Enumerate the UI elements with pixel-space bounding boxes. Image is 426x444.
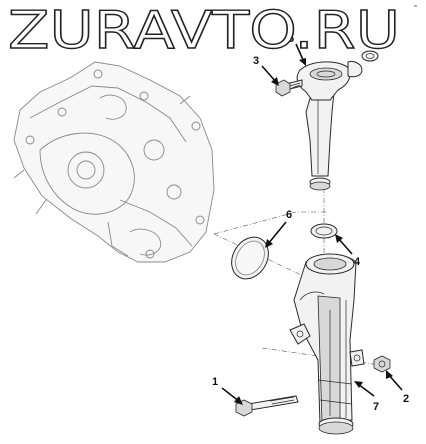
callout-7: 7 [373,401,379,413]
leader-arrowhead-6 [265,239,273,248]
watermark-text: ZURAVTO.RU [8,1,400,61]
alignment-axes [213,77,381,366]
leader-arrow-6 [267,221,287,245]
seal-ring-part-4 [310,223,338,239]
callout-4: 4 [354,256,361,268]
leader-arrowhead-1 [234,396,243,405]
leader-arrowhead-3 [271,77,279,86]
leader-arrows [221,43,403,405]
leader-arrowhead-4 [335,234,343,243]
corner-mark: ≈ [414,4,418,10]
callout-1: 1 [212,376,218,388]
callout-5: 5 [288,33,294,45]
callout-6: 6 [286,209,292,221]
callout-3: 3 [253,55,259,67]
leader-arrowhead-7 [354,381,363,388]
upper-o-ring [361,50,379,62]
leader-arrow-4 [337,237,353,255]
bolt-part-3 [275,79,303,97]
leader-arrow-7 [357,383,375,397]
lower-pipe-part-7 [289,253,365,435]
leader-arrowhead-5 [299,58,306,66]
transmission-housing [13,61,215,263]
leader-arrow-3 [261,65,277,83]
leader-arrowhead-2 [386,370,393,379]
upper-pipe-part-5 [296,61,363,191]
long-bolt-part-1 [235,395,299,417]
nut-part-2 [373,355,391,373]
callout-labels: 1 2 3 4 5 6 7 [212,33,409,413]
o-ring-part-6 [231,236,269,280]
callout-2: 2 [403,393,409,405]
